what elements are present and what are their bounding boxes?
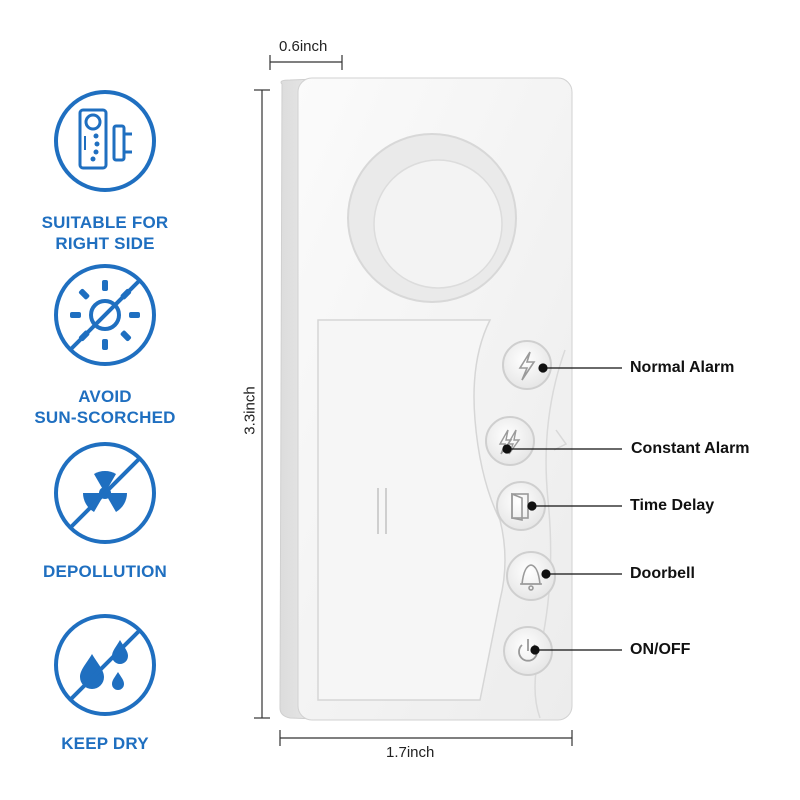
width-dimension-line <box>279 730 573 746</box>
button-constant-alarm[interactable] <box>485 416 535 466</box>
feature-label-keep-dry: KEEP DRY <box>61 734 149 753</box>
door-window-sensor-icon <box>54 90 156 192</box>
depth-dimension-line <box>269 55 343 70</box>
no-water-drops-icon <box>54 614 156 716</box>
label-time-delay: Time Delay <box>630 497 715 514</box>
button-normal-alarm[interactable] <box>502 340 552 390</box>
no-sun-icon <box>54 264 156 366</box>
button-on-off[interactable] <box>503 626 553 676</box>
label-doorbell: Doorbell <box>630 565 695 582</box>
label-normal-alarm: Normal Alarm <box>630 359 735 376</box>
width-label: 1.7inch <box>386 744 435 761</box>
button-time-delay[interactable] <box>496 481 546 531</box>
label-constant-alarm: Constant Alarm <box>631 440 750 457</box>
feature-label-sun: AVOID SUN-SCORCHED <box>34 387 176 427</box>
feature-label-right-side: SUITABLE FOR RIGHT SIDE <box>41 213 169 253</box>
no-radiation-icon <box>54 442 156 544</box>
depth-label: 0.6inch <box>279 38 328 55</box>
lightning-icon <box>518 351 536 381</box>
feature-label-depollution: DEPOLLUTION <box>42 562 168 581</box>
height-label: 3.3inch <box>241 386 259 435</box>
double-lightning-icon <box>498 429 521 455</box>
label-on-off: ON/OFF <box>630 641 691 658</box>
bell-icon <box>520 564 542 591</box>
button-doorbell[interactable] <box>506 551 556 601</box>
height-dimension-line <box>254 89 270 719</box>
